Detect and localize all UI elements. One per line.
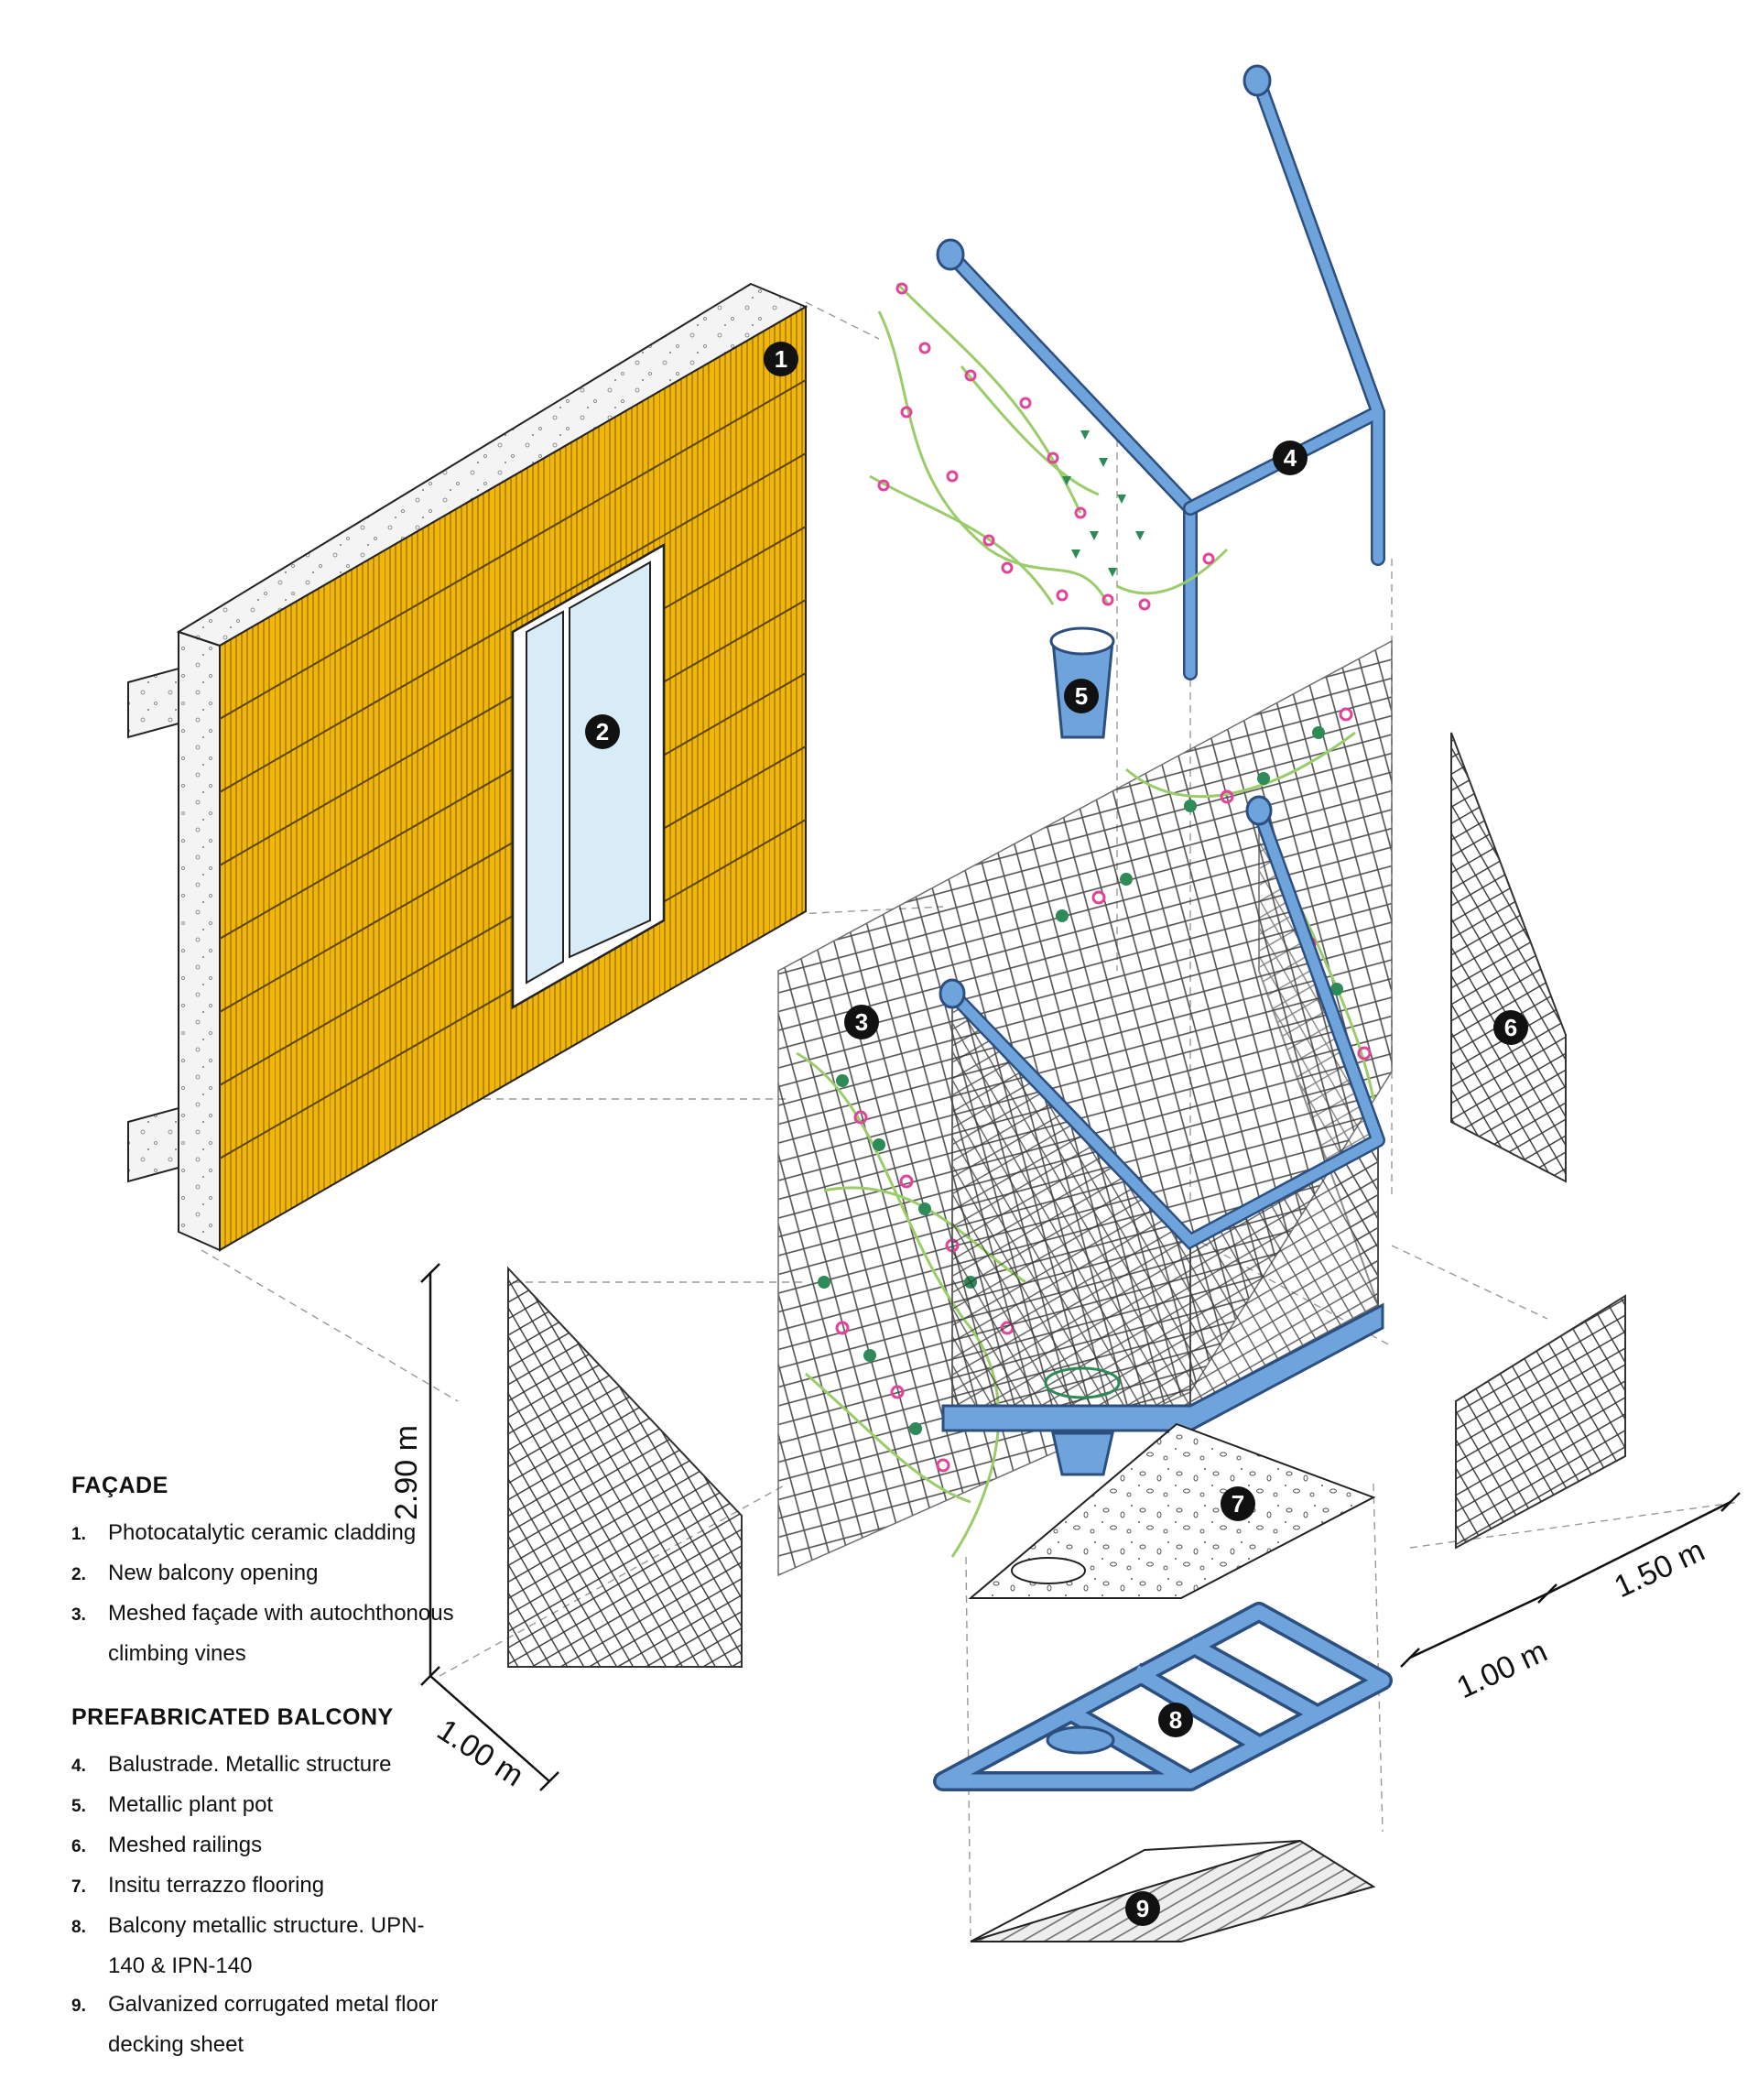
svg-text:3: 3 xyxy=(855,1008,868,1036)
legend-item: 1.Photocatalytic ceramic cladding xyxy=(71,1520,417,1545)
badge-9: 9 xyxy=(1125,1891,1160,1926)
depth-dimension-right: 1.00 m xyxy=(1451,1634,1552,1705)
badge-8: 8 xyxy=(1158,1703,1193,1737)
legend-item: 6.Meshed railings xyxy=(71,1833,263,1857)
balcony-opening xyxy=(511,542,666,1010)
legend: FAÇADE 1.Photocatalytic ceramic cladding… xyxy=(71,1473,456,2095)
legend-item: 4.Balustrade. Metallic structure xyxy=(71,1752,392,1777)
facade-wall xyxy=(127,282,808,1252)
svg-text:9: 9 xyxy=(1136,1895,1149,1922)
badge-7: 7 xyxy=(1221,1486,1255,1521)
climbing-vines-upper xyxy=(869,282,1229,611)
slab-stubs xyxy=(127,667,179,1183)
badge-3: 3 xyxy=(844,1005,879,1039)
legend-item: 7.Insitu terrazzo flooring xyxy=(71,1873,325,1898)
svg-text:4: 4 xyxy=(1284,444,1297,472)
legend-item: 2.New balcony opening xyxy=(71,1561,319,1585)
callout-badges: 1 2 3 4 5 6 7 8 9 xyxy=(585,342,1528,1926)
badge-5: 5 xyxy=(1064,679,1099,713)
balustrade-structure xyxy=(936,64,1385,680)
cladding-courses xyxy=(219,379,807,1159)
svg-text:5: 5 xyxy=(1075,682,1088,710)
badge-1: 1 xyxy=(764,342,798,376)
wall-side-edge xyxy=(178,630,221,1252)
legend-item: 5.Metallic plant pot xyxy=(71,1792,274,1817)
legend-item: 8.Balcony metallic structure. UPN-140 & … xyxy=(71,1913,425,1978)
legend-group-facade: FAÇADE 1.Photocatalytic ceramic cladding… xyxy=(71,1473,456,1673)
legend-item: 9.Galvanized corrugated metal floor deck… xyxy=(71,1992,439,2057)
balcony-assembled xyxy=(939,795,1385,1476)
svg-text:6: 6 xyxy=(1504,1014,1517,1041)
svg-text:7: 7 xyxy=(1232,1490,1244,1518)
balcony-steel-structure xyxy=(933,1602,1393,1791)
badge-6: 6 xyxy=(1493,1010,1528,1045)
badge-2: 2 xyxy=(585,714,620,749)
svg-text:8: 8 xyxy=(1169,1706,1182,1734)
svg-text:2: 2 xyxy=(596,718,609,745)
height-dimension: 2.90 m xyxy=(389,1425,424,1520)
badge-4: 4 xyxy=(1273,441,1308,475)
dimension-lines xyxy=(420,1263,1741,1791)
corrugated-decking xyxy=(970,1839,1376,1942)
terrazzo-flooring xyxy=(968,1422,1376,1599)
legend-group-title: PREFABRICATED BALCONY xyxy=(71,1704,394,1730)
legend-group-balcony: PREFABRICATED BALCONY 4.Balustrade. Meta… xyxy=(71,1704,456,2064)
svg-text:1: 1 xyxy=(775,345,787,373)
width-dimension-right: 1.50 m xyxy=(1609,1533,1709,1605)
legend-item: 3.Meshed façade with autochthonous climb… xyxy=(71,1601,454,1666)
legend-group-title: FAÇADE xyxy=(71,1473,168,1498)
meshed-railings xyxy=(507,732,1626,1668)
